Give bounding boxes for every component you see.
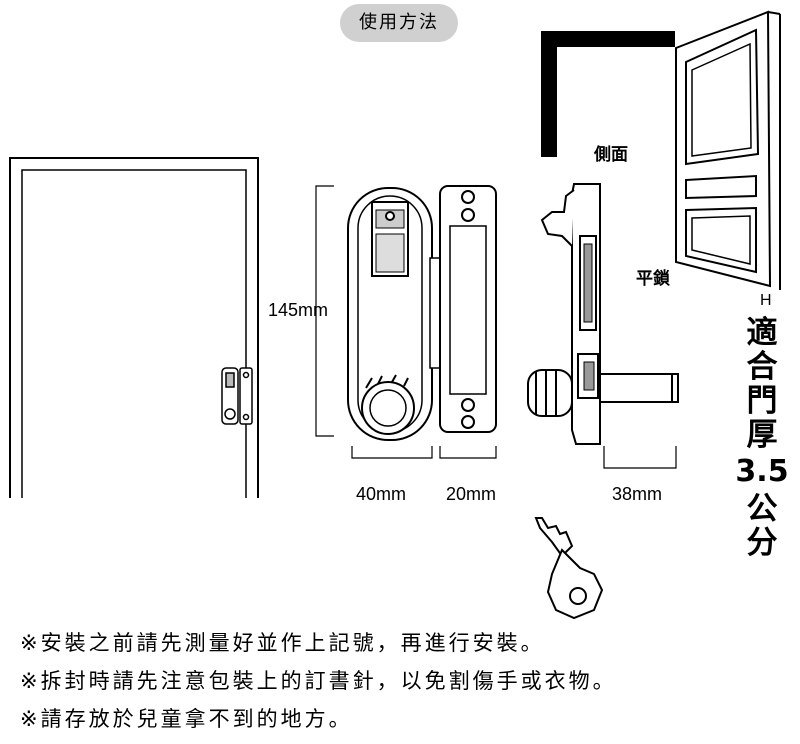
note-line: ※拆封時請先注意包裝上的訂書針，以免割傷手或衣物。 bbox=[20, 669, 617, 693]
h-mark-label: H bbox=[760, 292, 772, 309]
dimension-lines bbox=[315, 185, 677, 469]
page-title: 使用方法 bbox=[340, 4, 458, 42]
door-frame-illustration bbox=[9, 157, 259, 498]
door-thickness-char-1: 適 bbox=[746, 315, 778, 351]
side-view-label: 側面 bbox=[594, 145, 628, 165]
key-illustration bbox=[534, 517, 604, 620]
door-thickness-char-3: 門 bbox=[746, 383, 778, 419]
note-line: ※安裝之前請先測量好並作上記號，再進行安裝。 bbox=[20, 631, 545, 655]
plate-width-dimension: 20mm bbox=[446, 484, 497, 504]
mini-lock-on-door bbox=[221, 367, 253, 425]
strike-plate-view bbox=[439, 185, 497, 433]
height-dimension: 145mm bbox=[268, 300, 329, 320]
door-thickness-value: 3.5 bbox=[735, 454, 789, 489]
door-thickness-unit-1: 公 bbox=[746, 491, 778, 527]
door-thickness-unit-2: 分 bbox=[746, 525, 778, 561]
door-thickness-char-4: 厚 bbox=[746, 417, 778, 453]
instruction-notes: ※安裝之前請先測量好並作上記號，再進行安裝。 ※拆封時請先注意包裝上的訂書針，以… bbox=[20, 624, 617, 738]
depth-dimension: 38mm bbox=[612, 484, 663, 504]
lock-front-view bbox=[347, 187, 441, 441]
door-thickness-callout: 適 合 門 厚 3.5 公 分 bbox=[732, 316, 792, 560]
open-door-illustration bbox=[541, 10, 781, 290]
note-line: ※請存放於兒童拿不到的地方。 bbox=[20, 707, 353, 731]
flat-lock-label: 平鎖 bbox=[636, 269, 670, 289]
lock-side-view bbox=[527, 183, 679, 445]
door-thickness-char-2: 合 bbox=[746, 349, 778, 385]
lock-width-dimension: 40mm bbox=[356, 484, 407, 504]
